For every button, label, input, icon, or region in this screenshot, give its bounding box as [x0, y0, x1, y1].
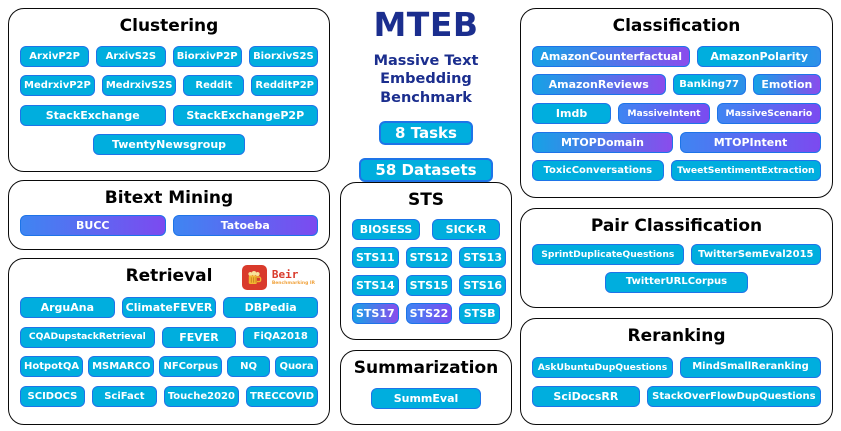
dataset-pill: STSB	[459, 303, 500, 324]
dataset-pill: FiQA2018	[243, 326, 319, 348]
dataset-pill: MassiveIntent	[618, 102, 710, 124]
dataset-pill: FEVER	[161, 326, 237, 348]
panel-title: STS	[407, 190, 445, 210]
dataset-pill: Tatoeba	[172, 215, 318, 236]
dataset-pill: MedrxivP2P	[20, 75, 95, 97]
dataset-pill: STS12	[405, 247, 453, 268]
dataset-pill: MedrxivS2S	[101, 75, 177, 97]
dataset-pill: Imdb	[532, 102, 612, 124]
beir-logo-subtext: Benchmarking IR	[271, 280, 315, 286]
beir-logo-text: Beir Benchmarking IR	[272, 269, 315, 287]
dataset-pill: MindSmallReranking	[680, 356, 821, 378]
dataset-pill: STS17	[352, 303, 399, 324]
mteb-title: MTEB	[373, 5, 479, 44]
sts-pills: BIOSESS SICK-R STS11 STS12 STS13 STS14 S…	[352, 212, 506, 331]
bitext-mining-panel: Bitext Mining BUCC Tatoeba	[8, 180, 330, 250]
dataset-pill: SprintDuplicateQuestions	[532, 244, 684, 266]
dataset-pill: NFCorpus	[159, 356, 223, 378]
dataset-pill: StackExchange	[20, 104, 166, 126]
dataset-pill: MTOPDomain	[532, 131, 673, 153]
sts-panel: STS BIOSESS SICK-R STS11 STS12 STS13 STS…	[340, 182, 512, 340]
tasks-badge: 8 Tasks	[379, 121, 473, 146]
panel-title: Retrieval Beir Bench	[20, 265, 318, 290]
beer-mug-icon	[241, 265, 267, 290]
clustering-panel: Clustering ArxivP2P ArxivS2S BiorxivP2P …	[8, 8, 330, 172]
dataset-pill: StackExchangeP2P	[172, 104, 318, 126]
clustering-pills: ArxivP2P ArxivS2S BiorxivP2P BiorxivS2S …	[20, 38, 318, 163]
dataset-pill: Emotion	[752, 74, 821, 96]
dataset-pill: TRECCOVID	[245, 386, 318, 408]
dataset-pill: AmazonCounterfactual	[532, 45, 691, 67]
dataset-pill: MSMARCO	[88, 356, 155, 378]
dataset-pill: MTOPIntent	[680, 131, 821, 153]
dataset-pill: STS14	[352, 275, 399, 296]
dataset-pill: AskUbuntuDupQuestions	[532, 356, 673, 378]
dataset-pill: ClimateFEVER	[121, 296, 217, 318]
datasets-badge: 58 Datasets	[359, 158, 493, 183]
dataset-pill: BIOSESS	[352, 219, 420, 240]
dataset-pill: TwitterSemEval2015	[690, 244, 821, 266]
dataset-pill: BiorxivP2P	[172, 46, 242, 68]
dataset-pill: STS16	[459, 275, 506, 296]
pair-classification-pills: SprintDuplicateQuestions TwitterSemEval2…	[532, 238, 821, 299]
dataset-pill: SummEval	[370, 387, 482, 409]
classification-pills: AmazonCounterfactual AmazonPolarity Amaz…	[532, 38, 821, 189]
dataset-pill: Touche2020	[163, 386, 239, 408]
dataset-pill: TweetSentimentExtraction	[670, 160, 821, 182]
mteb-header: MTEB Massive Text Embedding Benchmark 8 …	[340, 5, 512, 183]
bitext-pills: BUCC Tatoeba	[20, 210, 318, 241]
dataset-pill: AmazonReviews	[532, 74, 666, 96]
panel-title: Clustering	[119, 16, 219, 36]
dataset-pill: CQADupstackRetrieval	[20, 326, 155, 348]
panel-title-text: Retrieval	[125, 266, 213, 286]
retrieval-pills: ArguAna ClimateFEVER DBPedia CQADupstack…	[20, 288, 319, 416]
dataset-pill: SciDocsRR	[532, 386, 640, 408]
pair-classification-panel: Pair Classification SprintDuplicateQuest…	[520, 208, 833, 308]
dataset-pill: TwitterURLCorpus	[604, 271, 749, 293]
dataset-pill: STS13	[459, 247, 506, 268]
mteb-subtitle-line2: Embedding Benchmark	[380, 71, 472, 107]
panel-title: Pair Classification	[590, 216, 763, 236]
mteb-subtitle: Massive Text Embedding Benchmark	[340, 52, 512, 109]
summarization-panel: Summarization SummEval	[340, 350, 512, 425]
dataset-pill: RedditP2P	[251, 75, 318, 97]
dataset-pill: TwentyNewsgroup	[92, 133, 246, 155]
mteb-subtitle-line1: Massive Text	[373, 52, 479, 69]
summarization-pills: SummEval	[352, 380, 500, 416]
dataset-pill: Reddit	[183, 75, 245, 97]
classification-panel: Classification AmazonCounterfactual Amaz…	[520, 8, 833, 198]
dataset-pill: AmazonPolarity	[697, 45, 821, 67]
dataset-pill: MassiveScenario	[716, 102, 821, 124]
panel-title: Classification	[612, 16, 741, 36]
dataset-pill: SICK-R	[432, 219, 500, 240]
dataset-pill: DBPedia	[223, 296, 318, 318]
dataset-pill: Banking77	[672, 74, 746, 96]
beir-logo-name: Beir	[271, 267, 299, 281]
beir-logo: Beir Benchmarking IR	[241, 265, 315, 290]
retrieval-panel: Retrieval Beir Bench	[8, 258, 330, 425]
reranking-pills: AskUbuntuDupQuestions MindSmallReranking…	[532, 348, 821, 416]
dataset-pill: SCIDOCS	[20, 386, 85, 408]
dataset-pill: ArguAna	[20, 296, 115, 318]
panel-title: Bitext Mining	[104, 188, 234, 208]
dataset-pill: StackOverFlowDupQuestions	[646, 386, 821, 408]
panel-title: Summarization	[353, 358, 499, 378]
dataset-pill: Quora	[275, 356, 319, 378]
dataset-pill: ArxivS2S	[96, 46, 166, 68]
dataset-pill: STS11	[352, 247, 399, 268]
dataset-pill: STS22	[405, 303, 453, 324]
dataset-pill: ArxivP2P	[20, 46, 90, 68]
dataset-pill: NQ	[227, 356, 271, 378]
dataset-pill: SciFact	[91, 386, 157, 408]
panel-title: Reranking	[627, 326, 726, 346]
dataset-pill: BiorxivS2S	[248, 46, 318, 68]
dataset-pill: BUCC	[20, 215, 166, 236]
reranking-panel: Reranking AskUbuntuDupQuestions MindSmal…	[520, 318, 833, 425]
dataset-pill: ToxicConversations	[532, 160, 664, 182]
dataset-pill: STS15	[405, 275, 453, 296]
dataset-pill: HotpotQA	[20, 356, 84, 378]
